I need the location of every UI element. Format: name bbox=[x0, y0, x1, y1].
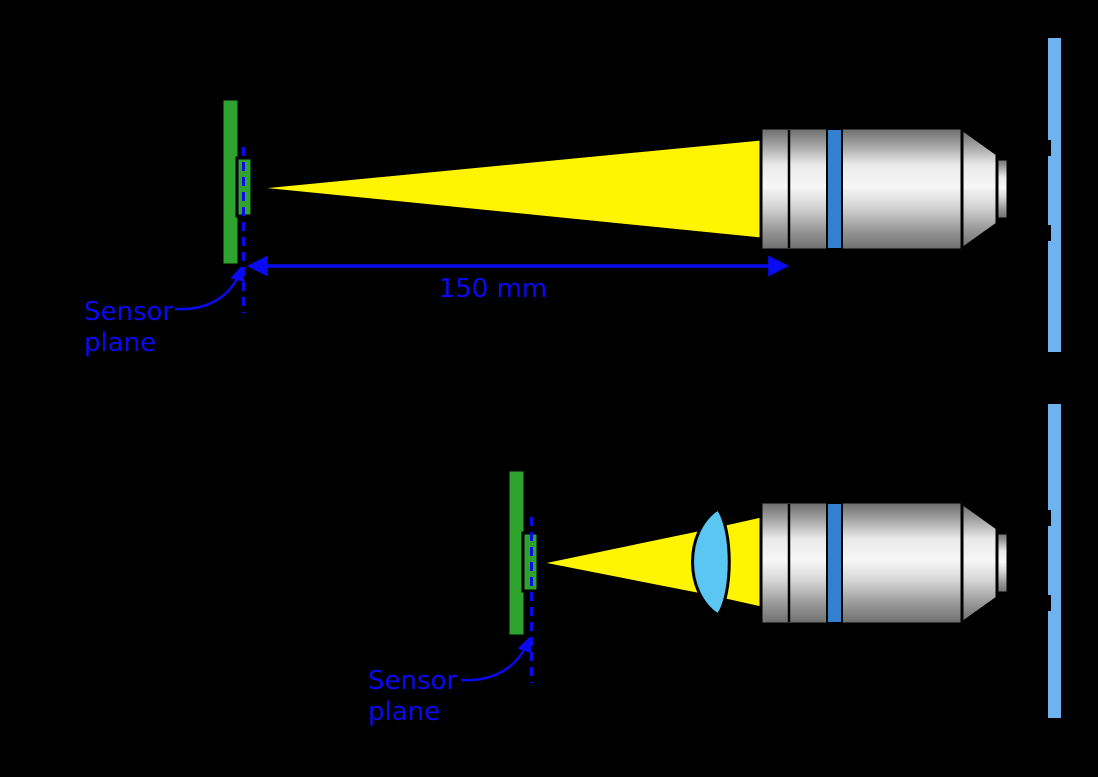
top-light-beam bbox=[250, 137, 763, 241]
top-sensor-plane-label: Sensor plane bbox=[84, 297, 174, 358]
bottom-objective-nose bbox=[960, 500, 999, 626]
bottom-specimen-mark-1 bbox=[1042, 510, 1051, 526]
top-specimen-mark-2 bbox=[1042, 225, 1051, 241]
top-specimen-mark-1 bbox=[1042, 140, 1051, 156]
bottom-label-leader-arrow bbox=[460, 636, 532, 682]
bottom-objective-barrel bbox=[759, 500, 964, 626]
top-objective-stripe bbox=[826, 128, 843, 250]
bottom-objective-stripe bbox=[826, 502, 843, 624]
top-objective-nose bbox=[960, 126, 999, 252]
bottom-specimen-mark-2 bbox=[1042, 595, 1051, 611]
distance-label: 150 mm bbox=[438, 274, 548, 304]
top-sample-slide bbox=[1048, 38, 1061, 352]
bottom-sample-slide bbox=[1048, 404, 1061, 718]
top-diagram bbox=[174, 38, 1061, 352]
top-objective-tip bbox=[995, 157, 1010, 221]
top-label-leader-arrow bbox=[174, 265, 245, 311]
tube-lens bbox=[691, 506, 731, 618]
bottom-objective-tip bbox=[995, 531, 1010, 595]
bottom-diagram bbox=[460, 404, 1061, 718]
bottom-sensor-plane-label: Sensor plane bbox=[368, 666, 458, 727]
top-objective-barrel bbox=[759, 126, 964, 252]
